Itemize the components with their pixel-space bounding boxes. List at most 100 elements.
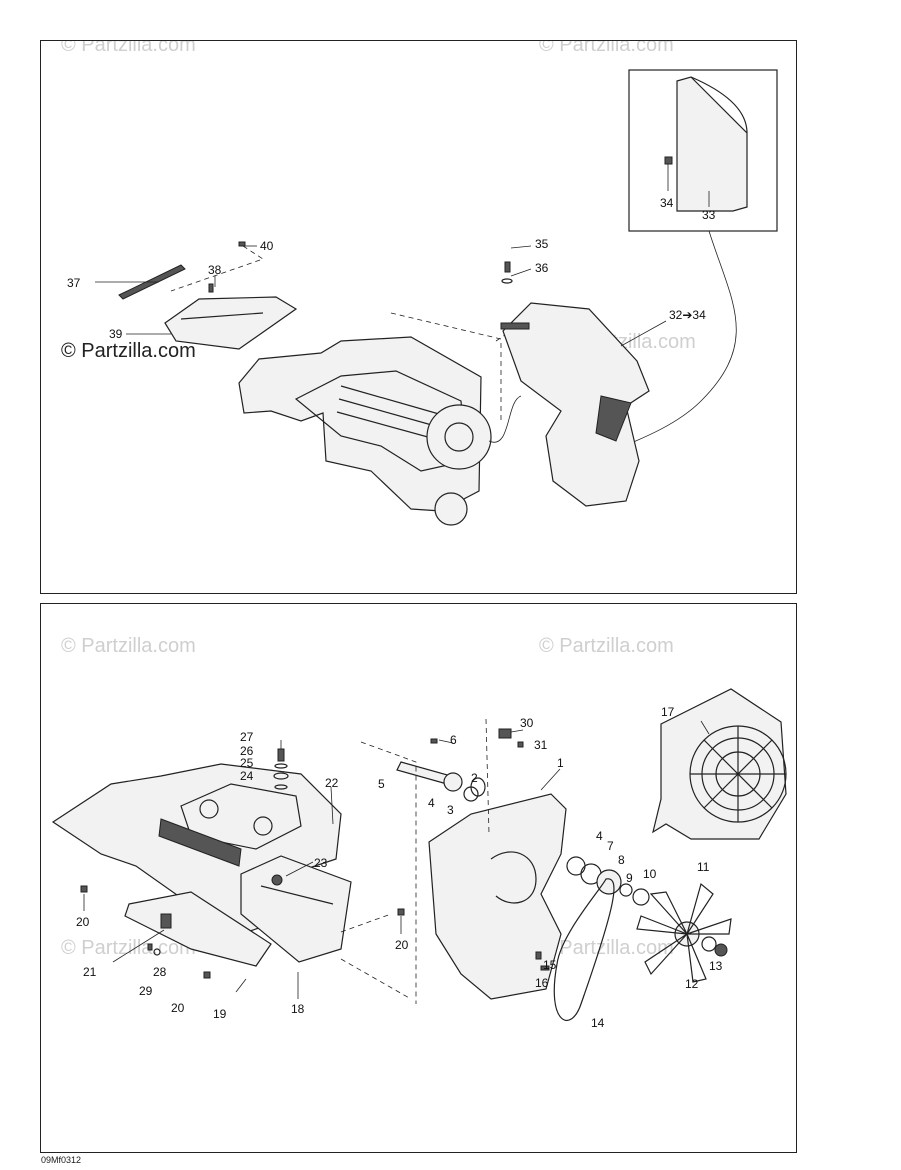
callout-22: 22 — [325, 776, 339, 790]
screw-35 — [504, 261, 511, 273]
callout-2: 2 — [471, 771, 478, 785]
fin-line — [340, 385, 447, 417]
callout-12: 12 — [685, 977, 699, 991]
callout-20: 20 — [76, 915, 90, 929]
callout-7: 7 — [607, 839, 614, 853]
callout-36: 36 — [535, 261, 549, 275]
watermark: © Partzilla.com — [539, 635, 674, 657]
screw-20 — [80, 885, 88, 893]
intake-39 — [164, 296, 298, 350]
shroud-32 — [502, 302, 650, 507]
inset-box — [628, 69, 778, 232]
bearing-4 — [443, 772, 463, 792]
guard-detail — [490, 851, 537, 904]
washer-24 — [274, 784, 288, 790]
callout-21: 21 — [83, 965, 97, 979]
washer-12 — [701, 936, 717, 952]
grommet-23 — [271, 874, 283, 886]
pulley-8 — [596, 869, 622, 895]
intake-edge — [180, 312, 264, 320]
callout-1: 1 — [557, 756, 564, 770]
callout-4: 4 — [596, 829, 603, 843]
lead-line — [112, 929, 165, 963]
bracket-19 — [124, 891, 272, 967]
pulley — [434, 492, 468, 526]
lead-line — [510, 245, 532, 249]
alignment-line — [340, 913, 392, 933]
watermark: © Partzilla.com — [61, 937, 196, 959]
screw-20 — [203, 971, 211, 979]
callout-33: 33 — [702, 208, 716, 222]
callout-24: 24 — [240, 769, 254, 783]
alignment-line — [340, 958, 412, 1000]
alignment-line — [390, 312, 502, 421]
lead-line — [488, 395, 522, 443]
fan-blade — [644, 933, 688, 976]
screw-31 — [517, 741, 524, 748]
callout-6: 6 — [450, 733, 457, 747]
washer-9 — [619, 883, 633, 897]
fan-blade — [686, 918, 732, 935]
shroud-logo — [595, 395, 632, 442]
callout-27: 27 — [240, 730, 254, 744]
alignment-line — [485, 718, 490, 835]
grommet-25 — [273, 772, 289, 780]
callout-3: 3 — [447, 803, 454, 817]
lead-line — [235, 978, 247, 993]
duct-18 — [240, 855, 352, 963]
belt-14 — [553, 878, 615, 1021]
washer-36 — [501, 278, 513, 284]
lead-line — [620, 320, 667, 347]
lead-line — [285, 861, 314, 877]
fan-hub — [444, 422, 474, 452]
washer-28 — [153, 948, 161, 956]
callout-8: 8 — [618, 853, 625, 867]
washer-10 — [632, 888, 650, 906]
washer-26 — [274, 763, 288, 769]
lead-line — [330, 786, 334, 825]
bracket-shroud — [500, 322, 530, 330]
callout-37: 37 — [67, 276, 81, 290]
callout-5: 5 — [378, 777, 385, 791]
fan-blade — [686, 882, 714, 935]
top-diagram: © Partzilla.com © Partzilla.com © Partzi… — [61, 41, 778, 526]
clip-30 — [498, 728, 512, 739]
watermark: © Partzilla.com — [61, 41, 196, 56]
callout-25: 25 — [240, 756, 254, 770]
pin-6 — [430, 738, 438, 744]
callout-17: 17 — [661, 705, 675, 719]
bottom-diagram: © Partzilla.com © Partzilla.com © Partzi… — [51, 635, 787, 1030]
duct-edge — [260, 885, 334, 905]
cover-hole — [253, 816, 273, 836]
fan-11 — [636, 882, 732, 983]
callout-40: 40 — [260, 239, 274, 253]
callout-35: 35 — [535, 237, 549, 251]
callout-31: 31 — [534, 738, 548, 752]
fin-line — [338, 398, 447, 430]
clip-34 — [664, 156, 673, 165]
top-diagram-panel: © Partzilla.com © Partzilla.com © Partzi… — [40, 40, 797, 594]
callout-34: 34 — [660, 196, 674, 210]
cover-hole — [199, 799, 219, 819]
shaft-5 — [396, 761, 452, 785]
nut-13 — [714, 943, 728, 957]
panel-plate — [676, 76, 748, 212]
plate-edge — [690, 76, 748, 134]
screw-27 — [277, 748, 285, 762]
callout-13: 13 — [709, 959, 723, 973]
callout-38: 38 — [208, 263, 222, 277]
screw-16 — [540, 965, 550, 971]
fan-housing — [426, 404, 492, 470]
callout-23: 23 — [314, 856, 328, 870]
bottom-diagram-panel: © Partzilla.com © Partzilla.com © Partzi… — [40, 603, 797, 1153]
watermark: © Partzilla.com — [61, 340, 196, 362]
fan-shroud-17 — [652, 688, 787, 840]
callout-28: 28 — [153, 965, 167, 979]
callout-9: 9 — [626, 871, 633, 885]
alignment-line — [360, 741, 417, 1004]
callout-26: 26 — [240, 744, 254, 758]
callout-4: 4 — [428, 796, 435, 810]
figure-code: 09Mf0312 — [41, 1155, 82, 1165]
lead-line — [438, 739, 454, 744]
callout-15: 15 — [543, 958, 557, 972]
